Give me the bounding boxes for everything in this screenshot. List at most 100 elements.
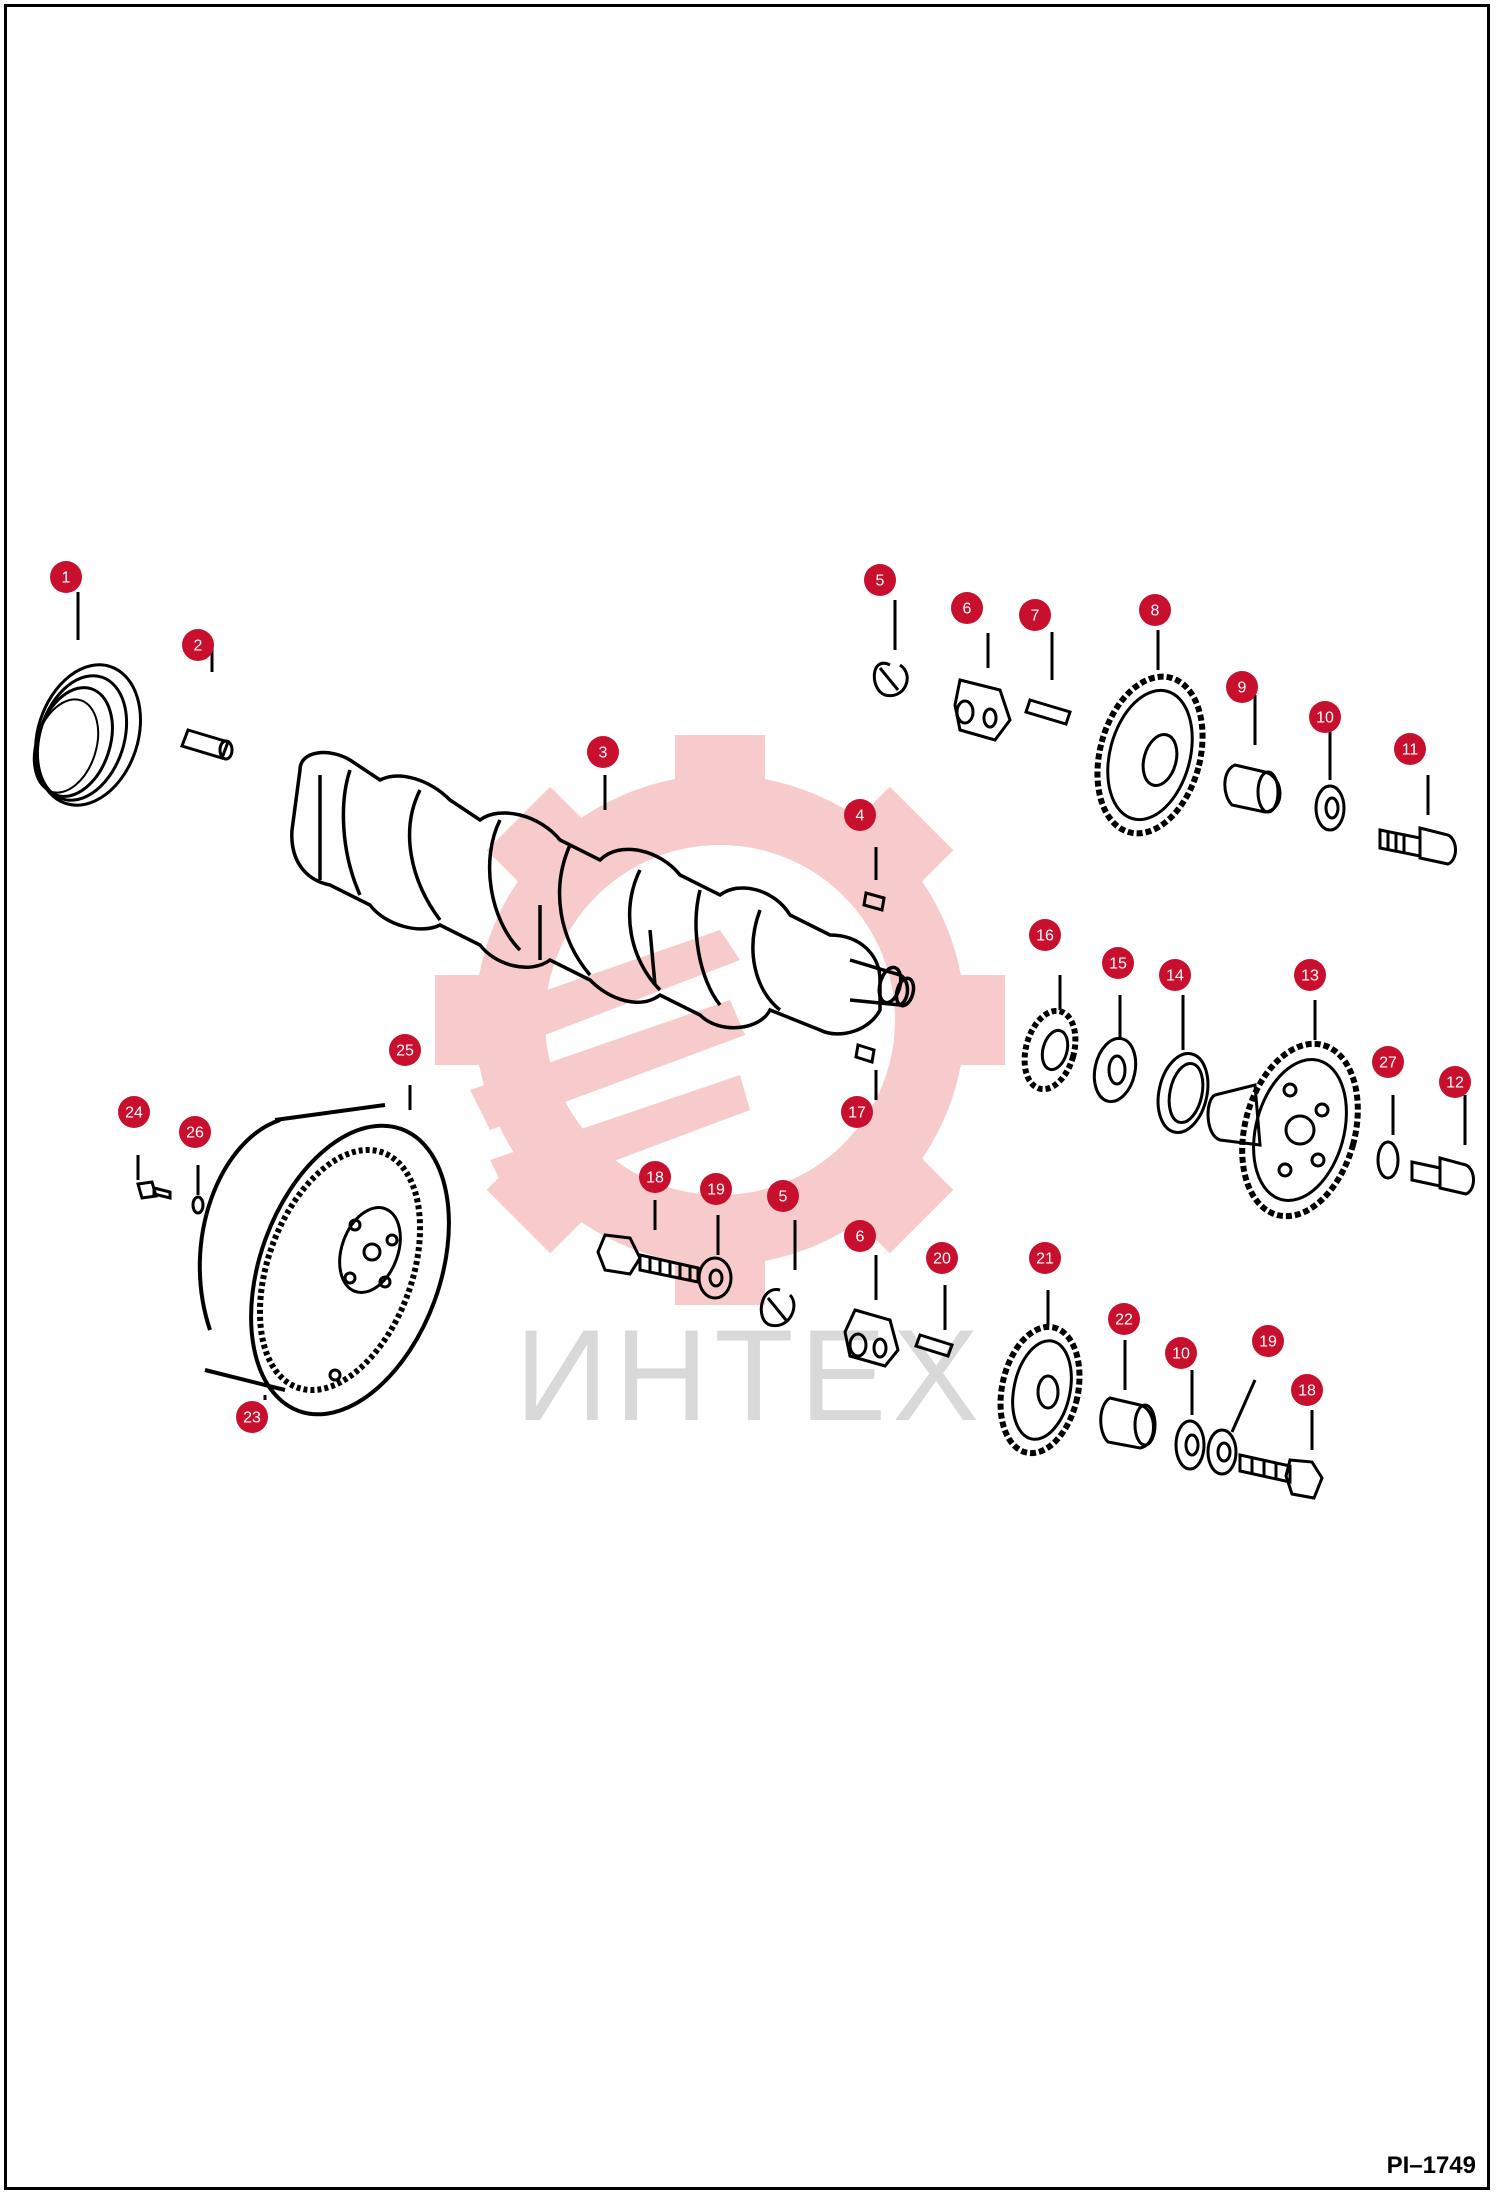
part-5-retainer-top (872, 661, 909, 698)
part-19-washer-left (697, 1256, 733, 1300)
callout-label: 10 (1316, 710, 1334, 727)
watermark-text: ИНТЕХ (515, 1302, 985, 1448)
part-7-pin-top (1024, 698, 1072, 726)
callout-6: 6 (951, 592, 983, 624)
part-4-key (862, 891, 886, 912)
callout-label: 8 (1151, 603, 1160, 620)
leader-lines (76, 592, 1467, 1450)
callout-label: 18 (646, 1170, 664, 1187)
callout-7: 7 (1019, 599, 1051, 631)
callout-label: 17 (848, 1105, 866, 1122)
callout-10: 10 (1165, 1337, 1197, 1369)
callout-22: 22 (1108, 1303, 1140, 1335)
callout-label: 4 (856, 808, 865, 825)
callout-18: 18 (1291, 1374, 1323, 1406)
callout-26: 26 (179, 1116, 211, 1148)
part-22-spacer (1099, 1396, 1157, 1450)
callout-label: 9 (1238, 680, 1247, 697)
part-13-idler-gear (1206, 1040, 1361, 1220)
part-6-bushing-top (953, 678, 1012, 742)
callout-label: 16 (1036, 928, 1054, 945)
callout-label: 2 (194, 638, 203, 655)
part-20-pin (914, 1333, 954, 1358)
callout-2: 2 (182, 629, 214, 661)
callout-label: 23 (243, 1410, 261, 1427)
part-21-gear (997, 1323, 1083, 1457)
part-5-retainer-lower (759, 1288, 796, 1328)
callout-10: 10 (1309, 701, 1341, 733)
part-6-bushing-lower (843, 1308, 900, 1368)
callout-5: 5 (767, 1180, 799, 1212)
callout-5: 5 (864, 564, 896, 596)
callout-label: 21 (1036, 1251, 1054, 1268)
callout-4: 4 (844, 799, 876, 831)
gear-logo-icon (435, 735, 1005, 1305)
callout-16: 16 (1029, 919, 1061, 951)
callout-3: 3 (587, 736, 619, 768)
part-2-pin (180, 728, 234, 761)
callout-23: 23 (236, 1401, 268, 1433)
part-14-ring (1156, 1052, 1210, 1134)
part-17-key (854, 1043, 876, 1064)
figure-id-label: PI–1749 (1386, 2152, 1476, 2179)
part-19-washer-right (1206, 1428, 1238, 1476)
callout-15: 15 (1102, 947, 1134, 979)
callout-8: 8 (1139, 594, 1171, 626)
callout-27: 27 (1372, 1046, 1404, 1078)
part-11-bolt (1378, 826, 1457, 866)
callout-12: 12 (1439, 1066, 1471, 1098)
callout-label: 22 (1115, 1312, 1133, 1329)
part-10-washer-top (1314, 784, 1346, 832)
callout-label: 18 (1298, 1383, 1316, 1400)
callout-label: 15 (1109, 956, 1127, 973)
callout-9: 9 (1226, 671, 1258, 703)
part-9-spacer (1223, 763, 1282, 814)
callout-1: 1 (50, 561, 82, 593)
callout-14: 14 (1159, 959, 1191, 991)
callout-label: 24 (125, 1105, 143, 1122)
callout-label: 1 (62, 570, 71, 587)
part-26-washer (191, 1195, 205, 1215)
callout-label: 5 (876, 573, 885, 590)
callout-label: 12 (1446, 1075, 1464, 1092)
callout-11: 11 (1394, 733, 1426, 765)
part-15-washer (1092, 1036, 1138, 1104)
diagram-frame (4, 4, 1490, 2190)
callout-24: 24 (118, 1096, 150, 1128)
callout-6: 6 (844, 1220, 876, 1252)
callout-label: 25 (396, 1043, 414, 1060)
part-16-gear (1021, 1007, 1079, 1093)
callout-label: 10 (1172, 1346, 1190, 1363)
part-10-washer-lower (1174, 1419, 1206, 1471)
callout-label: 14 (1166, 968, 1184, 985)
callout-label: 6 (856, 1229, 865, 1246)
part-23-flywheel (197, 1103, 451, 1417)
part-1-seal-ring (32, 663, 143, 807)
callout-label: 27 (1379, 1055, 1397, 1072)
callout-label: 19 (1259, 1334, 1277, 1351)
callout-21: 21 (1029, 1242, 1061, 1274)
callout-label: 3 (599, 745, 608, 762)
callout-13: 13 (1294, 959, 1326, 991)
callout-17: 17 (841, 1096, 873, 1128)
callout-20: 20 (926, 1242, 958, 1274)
part-24-bolt (136, 1180, 172, 1200)
part-3-crankshaft (290, 750, 916, 1036)
callout-18: 18 (639, 1161, 671, 1193)
callout-label: 13 (1301, 968, 1319, 985)
callout-label: 19 (707, 1182, 725, 1199)
callout-label: 7 (1031, 608, 1040, 625)
part-12-bolt (1410, 1156, 1475, 1196)
part-27-washer (1376, 1140, 1400, 1180)
callout-label: 11 (1402, 742, 1419, 759)
callout-label: 5 (779, 1189, 788, 1206)
callout-25: 25 (389, 1034, 421, 1066)
callout-19: 19 (1252, 1325, 1284, 1357)
part-18-bolt-right (1238, 1453, 1324, 1500)
callout-label: 26 (186, 1125, 204, 1142)
callout-label: 20 (933, 1251, 951, 1268)
callout-label: 6 (963, 601, 972, 618)
part-8-gear (1094, 673, 1206, 837)
callout-19: 19 (700, 1173, 732, 1205)
